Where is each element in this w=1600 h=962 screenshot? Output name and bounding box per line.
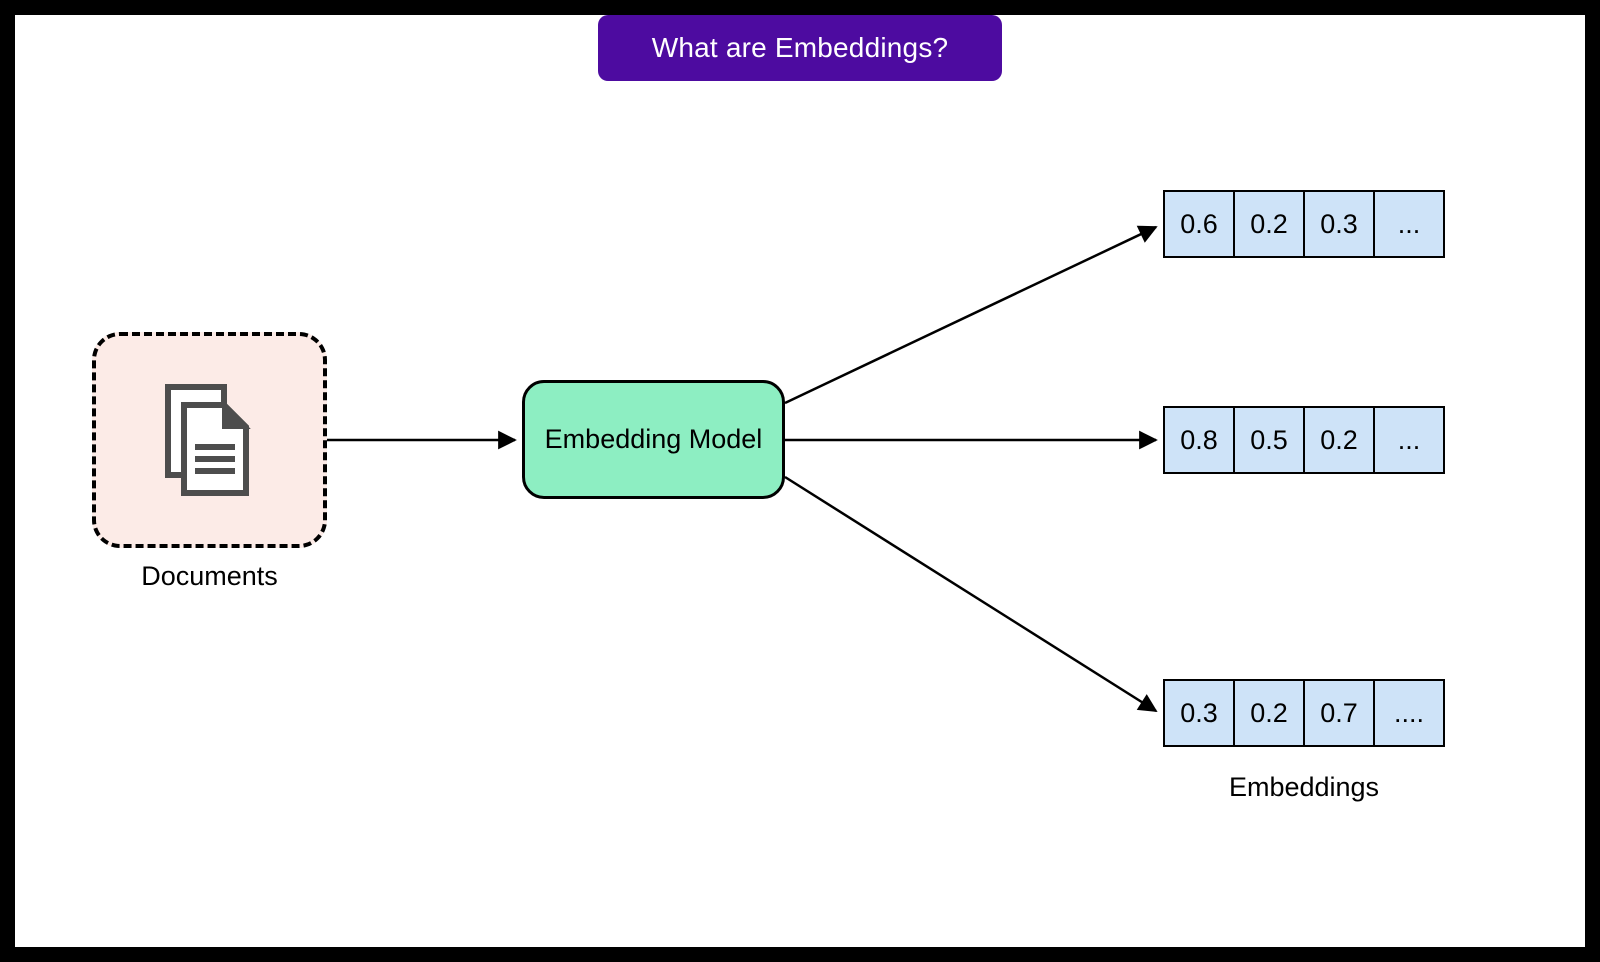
page-title: What are Embeddings? bbox=[651, 32, 949, 63]
documents-node bbox=[92, 332, 327, 548]
embeddings-label: Embeddings bbox=[1228, 772, 1380, 802]
vector-cell: ... bbox=[1373, 408, 1443, 472]
embedding-vector-1: 0.6 0.2 0.3 ... bbox=[1163, 190, 1445, 258]
arrow-model-to-vector-1 bbox=[784, 225, 1158, 405]
vector-cell: ... bbox=[1373, 192, 1443, 256]
documents-icon bbox=[164, 383, 251, 496]
arrow-model-to-vector-3 bbox=[784, 475, 1158, 713]
vector-cell: .... bbox=[1373, 681, 1443, 745]
vector-cell: 0.8 bbox=[1165, 408, 1233, 472]
documents-label: Documents bbox=[141, 561, 278, 591]
diagram-canvas: What are Embeddings? Documents Embedding… bbox=[15, 15, 1585, 947]
embedding-model-node: Embedding Model bbox=[522, 380, 785, 499]
vector-cell: 0.3 bbox=[1165, 681, 1233, 745]
embedding-model-label: Embedding Model bbox=[544, 424, 763, 454]
vector-cell: 0.2 bbox=[1233, 681, 1303, 745]
title-banner: What are Embeddings? bbox=[598, 15, 1002, 81]
embedding-vector-2: 0.8 0.5 0.2 ... bbox=[1163, 406, 1445, 474]
vector-cell: 0.5 bbox=[1233, 408, 1303, 472]
vector-cell: 0.3 bbox=[1303, 192, 1373, 256]
vector-cell: 0.7 bbox=[1303, 681, 1373, 745]
vector-cell: 0.6 bbox=[1165, 192, 1233, 256]
vector-cell: 0.2 bbox=[1233, 192, 1303, 256]
embedding-vector-3: 0.3 0.2 0.7 .... bbox=[1163, 679, 1445, 747]
vector-cell: 0.2 bbox=[1303, 408, 1373, 472]
